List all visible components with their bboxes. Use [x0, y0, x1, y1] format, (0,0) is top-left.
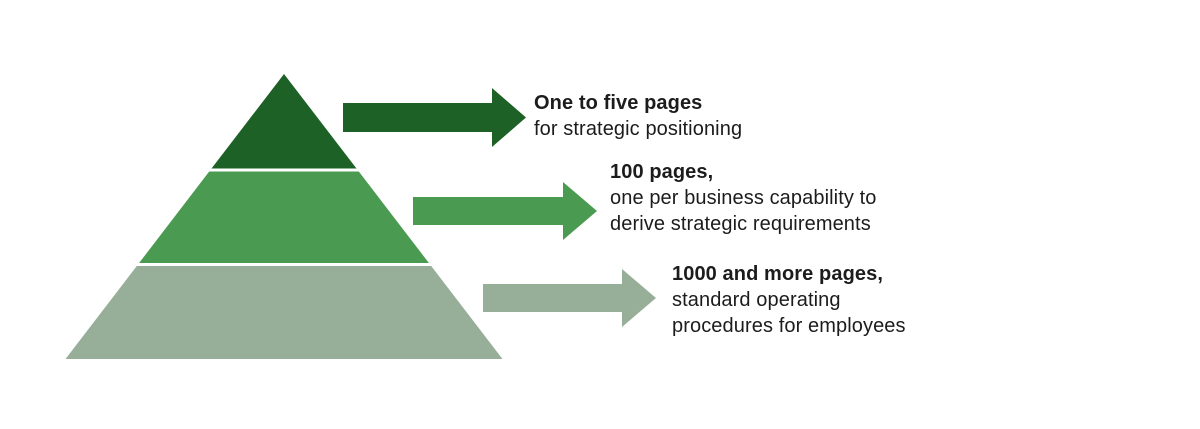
pyramid-tier-bottom: [65, 266, 503, 359]
pyramid-tier-middle: [139, 171, 429, 263]
tier-bottom-desc-line: standard operating: [672, 289, 841, 311]
tier-middle-label: 100 pages, one per business capability t…: [610, 159, 877, 237]
tier-bottom-title: 1000 and more pages,: [672, 263, 883, 285]
tier-top-label: One to five pages for strategic position…: [534, 90, 742, 142]
tier-middle-arrow-icon: [413, 182, 597, 240]
tier-middle-title: 100 pages,: [610, 161, 714, 183]
tier-top-desc-line: for strategic positioning: [534, 118, 743, 140]
pyramid-tier-top: [211, 74, 357, 169]
tier-bottom-desc-line: procedures for employees: [672, 315, 906, 337]
tier-bottom-label: 1000 and more pages, standard operating …: [672, 261, 906, 339]
tier-top-arrow-icon: [343, 88, 526, 147]
tier-top-title: One to five pages: [534, 92, 703, 114]
tier-middle-desc-line: one per business capability to: [610, 187, 877, 209]
tier-bottom-arrow-icon: [483, 269, 656, 327]
tier-middle-desc-line: derive strategic requirements: [610, 213, 871, 235]
